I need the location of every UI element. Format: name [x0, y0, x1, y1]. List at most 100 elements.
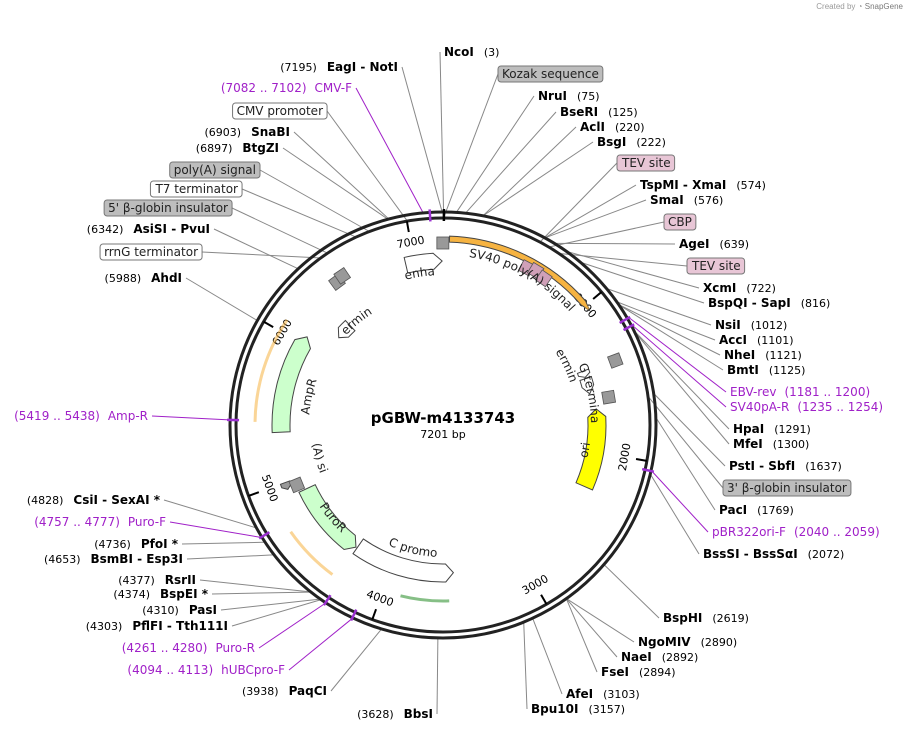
enzyme-label-text: AgeI(639): [679, 237, 749, 251]
enzyme-label: NgoMIV(2890): [638, 635, 737, 649]
feature-box-bg: [686, 257, 746, 275]
enzyme-label-text: (4310)PasI: [142, 603, 217, 617]
leader-line: [288, 618, 353, 671]
scale-tick-label: 5000: [259, 473, 281, 504]
feature-box-text: 5' β-globin insulator: [108, 201, 228, 215]
enzyme-position: (6897): [196, 142, 233, 155]
primer-label-text: pBR322ori-F(2040 .. 2059): [712, 525, 880, 539]
enzyme-position: (816): [801, 297, 831, 310]
feature-label-ori: ori: [576, 441, 592, 458]
enzyme-position: (2894): [639, 666, 676, 679]
enzyme-label: (4736)PfoI *: [94, 537, 178, 551]
enzyme-position: (3103): [603, 688, 640, 701]
enzyme-label: HpaI(1291): [733, 422, 811, 436]
scale-tick-mark: [248, 491, 260, 497]
leader-line: [163, 499, 256, 529]
feature-ampr-arrow: [271, 336, 311, 434]
leader-line: [604, 564, 660, 619]
enzyme-label: NsiI(1012): [715, 318, 787, 332]
feature-highlight-bar: [289, 530, 334, 576]
leader-line: [608, 288, 712, 326]
enzyme-label: MfeI(1300): [733, 437, 809, 451]
enzyme-label: XcmI(722): [703, 281, 776, 295]
enzyme-label: (4377)RsrII: [118, 573, 196, 587]
enzyme-name: AclI: [580, 120, 605, 134]
enzyme-label-text: (4736)PfoI *: [94, 537, 178, 551]
enzyme-position: (2072): [808, 548, 845, 561]
enzyme-label-text: (6903) SnaBI: [205, 125, 290, 139]
enzyme-name: PaqCI: [289, 684, 327, 698]
map-center: pGBW-m4133743 7201 bp: [371, 409, 515, 441]
enzyme-position: (2619): [712, 612, 749, 625]
enzyme-name: BspHI: [663, 611, 702, 625]
leader-line: [550, 221, 665, 248]
scale-tick-mark: [592, 291, 603, 300]
feature-box-cbp: CBP: [663, 213, 697, 231]
leader-line: [436, 638, 439, 715]
enzyme-label-text: BsgI(222): [597, 135, 666, 149]
primer-label: (4261 .. 4280)Puro-R: [122, 641, 255, 655]
enzyme-name: NgoMIV: [638, 635, 691, 649]
enzyme-position: (4377): [118, 574, 155, 587]
leader-lines: [151, 51, 730, 715]
enzyme-label-text: TspMI - XmaI(574): [640, 178, 766, 192]
enzyme-name: SnaBI: [251, 125, 290, 139]
scale-tick-label: 2000: [616, 442, 634, 472]
site-mark: [322, 594, 332, 606]
feature-box-text: 3' β-globin insulator: [727, 481, 847, 495]
enzyme-label: AccI(1101): [719, 333, 794, 347]
site-mark: [619, 315, 631, 325]
enzyme-label: (4374)BspEI *: [113, 587, 208, 601]
feature-small-block: [436, 236, 450, 250]
enzyme-name: AhdI: [151, 271, 182, 285]
enzyme-name: AgeI: [679, 237, 709, 251]
plasmid-name: pGBW-m4133743: [371, 409, 515, 427]
leader-line: [560, 253, 688, 267]
feature-box-bg: [232, 102, 328, 120]
primer-label-text: (5419 .. 5438)Amp-R: [14, 409, 148, 423]
feature-ubc-promoter-arrow: [352, 538, 455, 583]
enzyme-name: PacI: [719, 503, 747, 517]
enzyme-name: BbsI: [404, 707, 433, 721]
enzyme-label: BspHI (2619): [663, 611, 749, 625]
feature-box-text: TEV site: [691, 259, 741, 273]
enzyme-position: (4736): [94, 538, 131, 551]
enzyme-name: MfeI: [733, 437, 763, 451]
leader-line: [636, 334, 730, 445]
enzyme-label-text: FseI(2894): [601, 665, 676, 679]
enzyme-label-text: (6897) BtgZI: [196, 141, 279, 155]
enzyme-position: (6903): [205, 126, 242, 139]
feature-box-bg: [149, 180, 243, 198]
enzyme-position: (75): [577, 90, 600, 103]
leader-line: [556, 242, 676, 245]
leader-line: [258, 603, 326, 649]
leader-line: [632, 324, 727, 408]
leader-line: [545, 199, 647, 238]
enzyme-position: (574): [736, 179, 766, 192]
enzyme-position: (6342): [87, 223, 124, 236]
enzyme-position: (4653): [44, 553, 81, 566]
enzyme-label-text: (3628)BbsI: [357, 707, 433, 721]
primer-label-text: (4757 .. 4777)Puro-F: [34, 515, 166, 529]
enzyme-label-text: NaeI(2892): [621, 650, 698, 664]
primer-label: (4757 .. 4777)Puro-F: [34, 515, 166, 529]
enzyme-name: AsiSI - PvuI: [133, 222, 210, 236]
enzyme-name: BtgZI: [242, 141, 279, 155]
feature-box-text: Kozak sequence: [502, 67, 599, 81]
enzyme-position: (1012): [751, 319, 788, 332]
primer-label: SV40pA-R(1235 .. 1254): [730, 400, 883, 414]
enzyme-label-text: (4828)CsiI - SexAI *: [27, 493, 161, 507]
enzyme-name: AfeI: [566, 687, 593, 701]
feature-box-text: CBP: [668, 215, 692, 229]
enzyme-label-text: BspQI - SapI(816): [708, 296, 830, 310]
enzyme-name: PflFI - Tth111I: [132, 619, 228, 633]
enzyme-label-text: (5988)AhdI: [105, 271, 182, 285]
enzyme-position: (1637): [805, 460, 842, 473]
leader-line: [202, 251, 320, 259]
leader-line: [523, 623, 528, 710]
leader-line: [650, 475, 700, 555]
leader-line: [654, 394, 726, 467]
leader-line: [566, 599, 618, 658]
